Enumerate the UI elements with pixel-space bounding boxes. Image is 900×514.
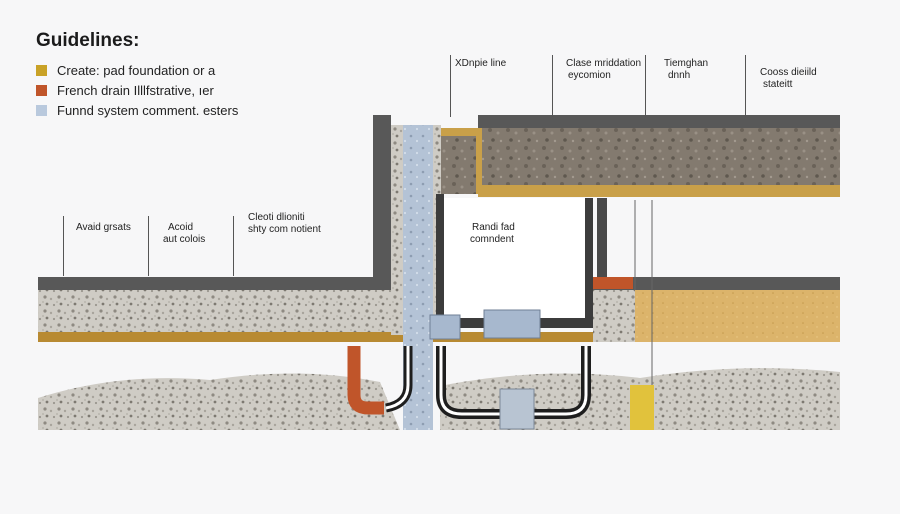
callout-acoid-line1: Acoid <box>168 222 194 233</box>
legend-title: Guidelines: <box>36 30 140 51</box>
legend-swatch-blue <box>36 104 47 116</box>
u-pipe-coupling <box>499 388 535 430</box>
callout-leader <box>148 216 149 276</box>
legend-label: Create: pad foundation or a <box>57 62 216 78</box>
callout-cleoti-line2: shty com notient <box>248 224 321 235</box>
legend-swatch-orange <box>36 84 47 96</box>
legend-swatch-yellow <box>36 64 47 76</box>
callout-cooss-line2: stateitt <box>763 79 793 90</box>
right-slab-cap <box>593 277 840 290</box>
legend-label: French drain Illlfstrative, ıer <box>57 82 214 98</box>
callout-cooss-line1: Cooss dieiild <box>760 67 817 78</box>
inner-frame-right <box>585 198 593 326</box>
left-slab-cap <box>38 277 388 290</box>
upper-slab-corner-trim-side <box>476 128 482 194</box>
callout-acoid-line2: aut colois <box>163 234 206 245</box>
callout-leader <box>745 55 746 117</box>
callout-leader <box>450 55 451 117</box>
legend-label: Funnd system comment. esters <box>57 102 239 118</box>
inner-room <box>444 198 585 318</box>
callout-cleoti-line1: Cleoti dlioniti <box>248 212 305 223</box>
slab-pipe-left-sleeve <box>429 314 461 340</box>
upper-slab-corner-trim-top <box>441 128 481 136</box>
slab-pipe-center-sleeve <box>483 309 541 339</box>
callout-clase-line2: eycomion <box>568 70 611 81</box>
left-slab-wood-strip <box>38 332 638 342</box>
left-slab-gravel <box>38 290 438 332</box>
orange-drain-pipe <box>347 346 384 415</box>
upper-slab-wood <box>478 185 840 197</box>
callout-leader <box>645 55 646 117</box>
callout-randi-fad-line1: Randi fad <box>472 222 515 233</box>
legend-item-french-drain: French drain Illlfstrative, ıer <box>36 82 214 98</box>
legend-item-pad-foundation: Create: pad foundation or a <box>36 62 215 78</box>
callout-tiemghan-line2: dnnh <box>668 70 691 81</box>
callout-leader <box>233 216 234 276</box>
yellow-post <box>630 385 654 430</box>
foundation-wall <box>373 115 391 290</box>
inner-frame-left <box>436 194 444 326</box>
right-slab-sand <box>635 290 840 342</box>
callout-xdnpie-line: XDnpie line <box>455 58 507 69</box>
callout-avaid-grsats: Avaid grsats <box>76 222 131 233</box>
callout-leader <box>552 55 553 117</box>
black-pipe-left-inner <box>385 346 410 410</box>
right-slab-orange-block <box>593 277 633 289</box>
upper-slab-cap <box>478 115 840 128</box>
upper-slab-soil <box>478 128 840 185</box>
callout-leader <box>63 216 64 276</box>
legend-item-fund-system: Funnd system comment. esters <box>36 102 238 118</box>
inner-frame-right-2 <box>597 198 607 278</box>
upper-slab-corner <box>441 128 481 194</box>
bottom-gravel-bed <box>38 373 400 430</box>
callout-randi-fad-line2: comndent <box>470 234 514 245</box>
callout-tiemghan-line1: Tiemghan <box>664 58 709 69</box>
right-slab-gravel <box>593 290 635 342</box>
callout-clase-line1: Clase mriddation <box>566 58 642 69</box>
